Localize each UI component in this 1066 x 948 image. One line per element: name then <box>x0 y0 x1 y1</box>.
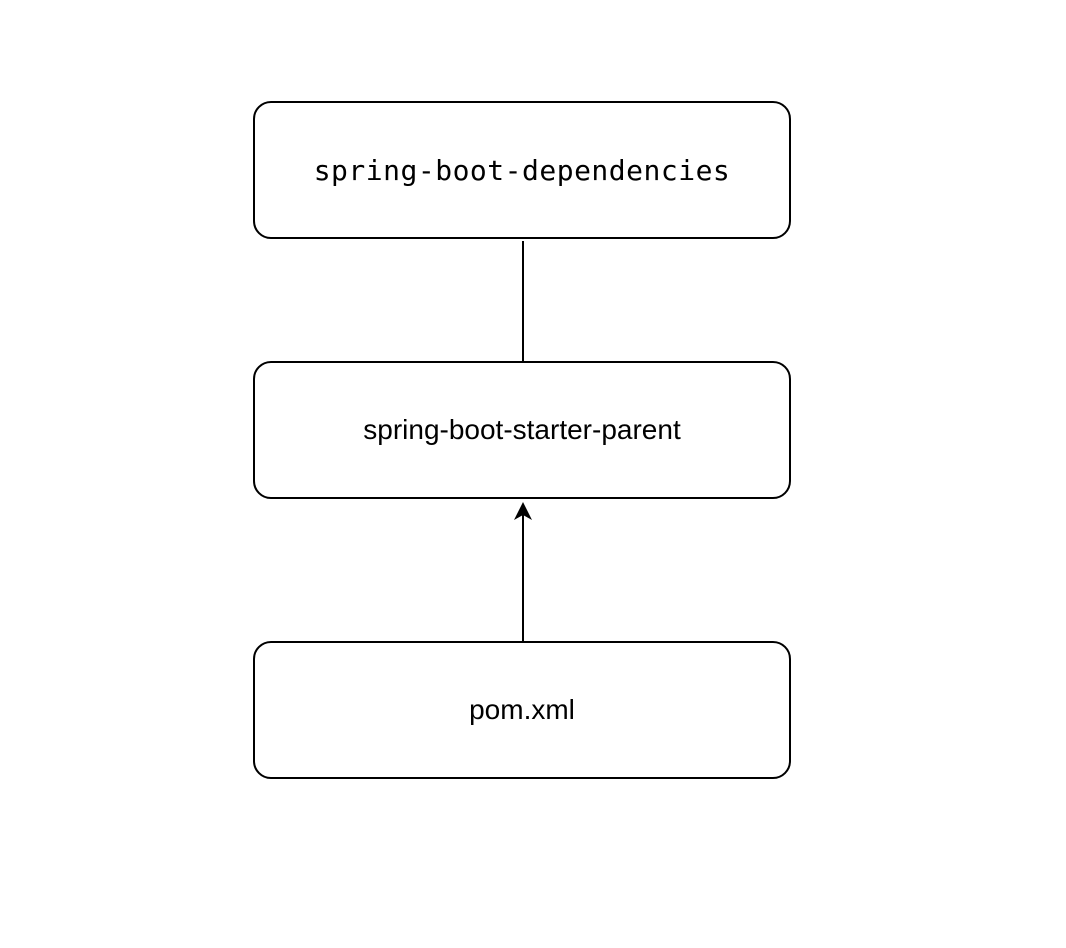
node-label-spring-boot-starter-parent: spring-boot-starter-parent <box>363 414 681 445</box>
node-spring-boot-starter-parent[interactable]: spring-boot-starter-parent <box>253 361 791 499</box>
arrowhead-up-icon <box>514 502 532 520</box>
node-spring-boot-dependencies[interactable]: spring-boot-dependencies <box>253 101 791 239</box>
node-label-pom-xml: pom.xml <box>469 694 575 725</box>
node-label-spring-boot-dependencies: spring-boot-dependencies <box>313 153 731 187</box>
node-pom-xml[interactable]: pom.xml <box>253 641 791 779</box>
